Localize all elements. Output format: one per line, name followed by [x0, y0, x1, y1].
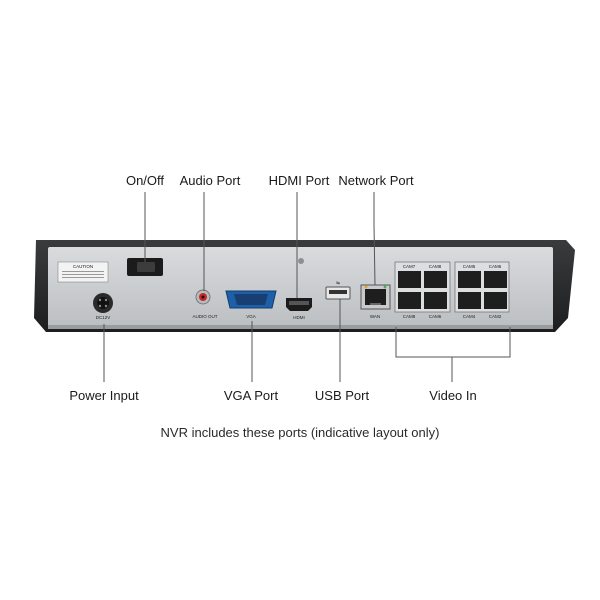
wan-port[interactable]: WAN — [360, 284, 391, 319]
on-off-label: On/Off — [126, 173, 164, 188]
vga-label: VGA — [246, 314, 256, 319]
power-input-callout: Power Input — [69, 388, 139, 403]
cam-label: CAM8 — [403, 314, 416, 319]
hdmi-label: HDMI — [293, 315, 305, 320]
screw — [298, 258, 304, 264]
video-in-ports[interactable]: CAM7 CAM8 CAM5 CAM6 CAM8 CAM6 CAM4 CAM2 — [394, 261, 510, 319]
vga-connector[interactable]: VGA — [225, 290, 277, 319]
power-input-label: DC12V — [96, 315, 111, 320]
svg-text:CAUTION: CAUTION — [73, 264, 93, 269]
cam-label: CAM8 — [429, 264, 442, 269]
cam-label: CAM6 — [429, 314, 442, 319]
audio-out-label: AUDIO OUT — [192, 314, 217, 319]
audio-port-label: Audio Port — [180, 173, 241, 188]
cam-label: CAM4 — [463, 314, 476, 319]
hdmi-connector[interactable]: HDMI — [286, 298, 312, 320]
video-in-label: Video In — [429, 388, 476, 403]
network-port-label: Network Port — [338, 173, 414, 188]
leader-lines — [103, 192, 511, 382]
hdmi-port-label: HDMI Port — [269, 173, 330, 188]
usb-icon: ⇋ — [336, 280, 340, 285]
usb-connector[interactable]: ⇋ — [325, 280, 351, 300]
vga-port-label: VGA Port — [224, 388, 279, 403]
cam-label: CAM6 — [489, 264, 502, 269]
usb-port-label: USB Port — [315, 388, 370, 403]
audio-out-connector[interactable]: AUDIO OUT — [192, 289, 218, 319]
cam-label: CAM5 — [463, 264, 476, 269]
wan-label: WAN — [370, 314, 380, 319]
power-input-connector[interactable]: DC12V — [93, 293, 113, 320]
video-in-bracket — [395, 327, 511, 358]
caption: NVR includes these ports (indicative lay… — [161, 425, 440, 440]
cam-label: CAM7 — [403, 264, 416, 269]
cam-label: CAM2 — [489, 314, 502, 319]
power-switch[interactable] — [127, 258, 163, 276]
caution-label: CAUTION — [57, 261, 109, 283]
network-leader — [373, 192, 376, 286]
